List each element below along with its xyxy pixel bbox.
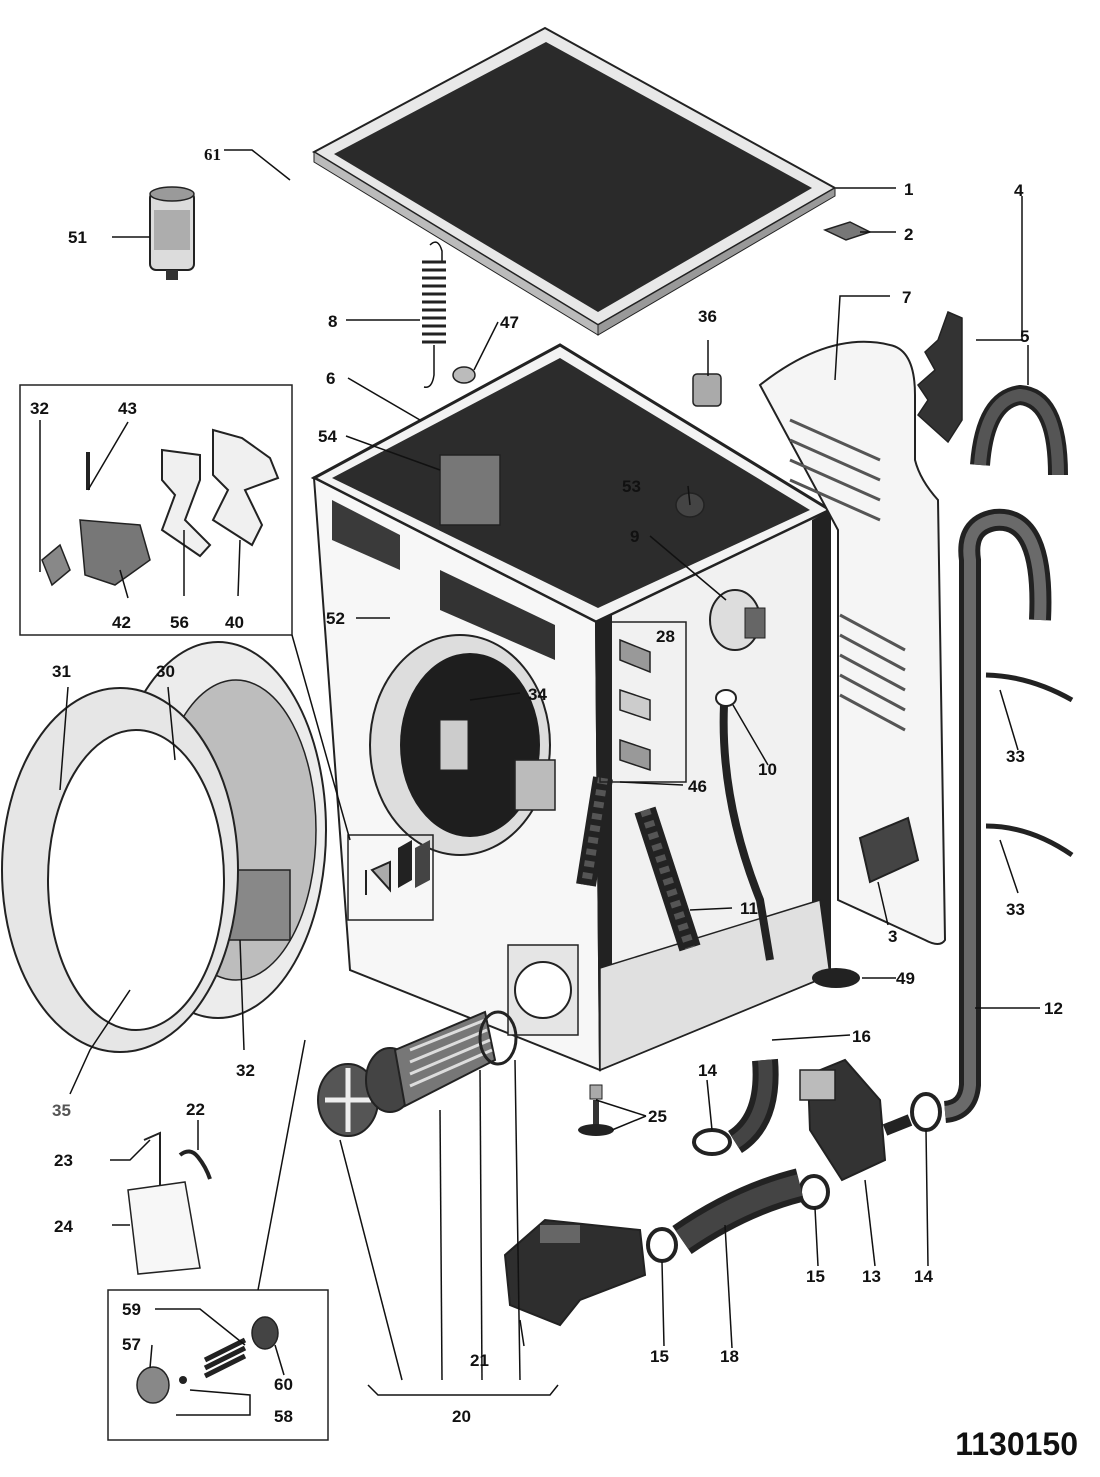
hinge-pin <box>143 1131 161 1210</box>
callout-58: 58 <box>274 1407 293 1426</box>
callout-43: 43 <box>118 399 137 418</box>
callout-8: 8 <box>328 312 337 331</box>
callout-2: 2 <box>904 225 913 244</box>
drain-hose <box>943 508 1052 1123</box>
callout-18: 18 <box>720 1347 739 1366</box>
callout-6: 6 <box>326 369 335 388</box>
callout-3: 3 <box>888 927 897 946</box>
callout-24: 24 <box>54 1217 73 1236</box>
top-bracket <box>822 221 872 241</box>
adjustable-foot <box>578 1084 614 1136</box>
inlet-hose-11 <box>634 806 701 952</box>
cabinet <box>310 343 834 1072</box>
callout-53: 53 <box>622 477 641 496</box>
callout-51: 51 <box>68 228 87 247</box>
callout-46: 46 <box>688 777 707 796</box>
suspension-spring <box>422 241 446 388</box>
hose-clip-right <box>910 1092 942 1132</box>
callout-28: 28 <box>656 627 675 646</box>
pump-hose <box>672 1168 805 1255</box>
inset-latch-parts <box>19 384 293 636</box>
callout-16: 16 <box>852 1027 871 1046</box>
callout-15-left: 15 <box>650 1347 669 1366</box>
latch-assembly <box>347 834 434 921</box>
callout-57: 57 <box>122 1335 141 1354</box>
rubber-bump <box>452 366 476 384</box>
inset-door-switch <box>599 621 687 783</box>
door-outer-ring <box>1 687 239 1053</box>
callout-10: 10 <box>758 760 777 779</box>
callout-20: 20 <box>452 1407 471 1426</box>
capacitor <box>149 186 195 280</box>
hose-clip-left <box>692 1128 732 1156</box>
inlet-hose-46 <box>576 776 613 887</box>
callout-22: 22 <box>186 1100 205 1119</box>
callout-47: 47 <box>500 313 519 332</box>
callout-49: 49 <box>896 969 915 988</box>
callout-12: 12 <box>1044 999 1063 1018</box>
rubber-plug <box>812 968 860 988</box>
callout-33-upper: 33 <box>1006 747 1025 766</box>
callout-34: 34 <box>528 685 547 704</box>
cable-holder <box>917 310 963 444</box>
callout-14-left: 14 <box>698 1061 717 1080</box>
callout-32-inset: 32 <box>30 399 49 418</box>
hinge-spring <box>178 1149 212 1180</box>
callout-42: 42 <box>112 613 131 632</box>
callout-14-right: 14 <box>914 1267 933 1286</box>
hose-clip-pump-right <box>798 1174 830 1210</box>
suppressor <box>858 816 920 884</box>
callout-31: 31 <box>52 662 71 681</box>
filter-cap <box>317 1063 379 1137</box>
callout-9: 9 <box>630 527 639 546</box>
callout-4: 4 <box>1014 181 1024 200</box>
callout-56: 56 <box>170 613 189 632</box>
filter-body <box>365 1010 497 1113</box>
callout-11: 11 <box>740 899 758 918</box>
callout-36: 36 <box>698 307 717 326</box>
callout-59: 59 <box>122 1300 141 1319</box>
callout-23: 23 <box>54 1151 73 1170</box>
callout-21: 21 <box>470 1351 489 1370</box>
callout-52: 52 <box>326 609 345 628</box>
wire-upper <box>985 672 1074 703</box>
leader-lines <box>39 149 1040 1416</box>
callout-5: 5 <box>1020 327 1029 346</box>
service-cover <box>127 1181 201 1275</box>
callout-32: 32 <box>236 1061 255 1080</box>
filter-housing <box>503 1218 647 1327</box>
cabinet-clip <box>692 373 722 407</box>
callout-35: 35 <box>52 1101 71 1120</box>
hose-hook <box>970 384 1068 476</box>
callout-13: 13 <box>862 1267 881 1286</box>
pressure-hose <box>719 704 774 961</box>
callout-1: 1 <box>904 180 913 199</box>
top-panel <box>311 26 838 336</box>
pressure-hose-clamp <box>715 689 737 707</box>
callout-25: 25 <box>648 1107 667 1126</box>
callout-33-lower: 33 <box>1006 900 1025 919</box>
door-opening <box>369 634 556 856</box>
filter-gasket <box>478 1010 518 1066</box>
callout-60: 60 <box>274 1375 293 1394</box>
callout-54: 54 <box>318 427 337 446</box>
drawing-number: 1130150 <box>955 1426 1078 1462</box>
callout-61: 61 <box>204 145 221 164</box>
callout-40: 40 <box>225 613 244 632</box>
callout-labels: 61 1 2 4 51 7 5 8 47 36 6 32 43 54 53 9 … <box>30 145 1063 1426</box>
callout-7: 7 <box>902 288 911 307</box>
sump-hose <box>727 1058 779 1154</box>
callout-15-right: 15 <box>806 1267 825 1286</box>
wire-lower <box>985 823 1074 858</box>
drain-pump <box>799 1058 913 1182</box>
callout-30: 30 <box>156 662 175 681</box>
inset-hinge-parts <box>107 1289 329 1441</box>
pressure-switch <box>709 589 766 651</box>
hose-clip-pump-left <box>646 1227 678 1263</box>
